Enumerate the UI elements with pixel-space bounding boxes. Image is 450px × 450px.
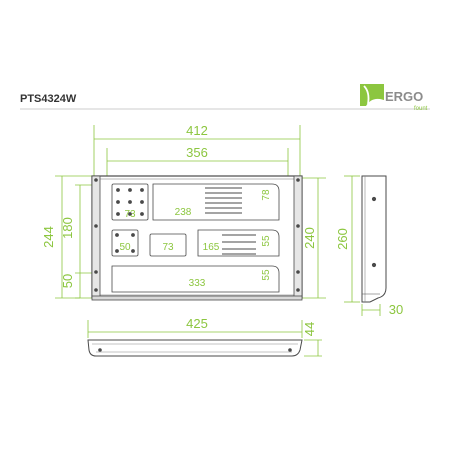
dim-inner-width: 356 (186, 145, 208, 160)
dim-bottom-view-depth: 44 (302, 322, 317, 336)
header: PTS4324W (20, 93, 430, 110)
cutout-top-right-label: 78 (261, 189, 272, 201)
dim-side-height: 260 (335, 228, 350, 250)
dim-bottom-height: 50 (60, 274, 75, 288)
bottom-dimensions (87, 320, 322, 357)
brand-name: ERGO (385, 89, 423, 104)
cutout-top-wide-label: 238 (175, 207, 192, 218)
side-view (361, 175, 387, 303)
cutout-bottom-wide-label: 333 (189, 278, 206, 289)
front-view (91, 175, 303, 301)
ergo-swoosh-icon (360, 84, 384, 106)
dim-inner-height: 180 (60, 217, 75, 239)
cutout-mid-left-label: 50 (119, 242, 131, 253)
brand-logo: ERGO fount (360, 84, 428, 112)
cutout-mid-center-label: 73 (162, 242, 174, 253)
cutout-top-left-label: 73 (124, 209, 136, 220)
dim-side-depth: 30 (389, 302, 403, 317)
cutout-mid-right-label: 55 (261, 235, 272, 247)
cutout-bottom-right-label: 55 (261, 269, 272, 281)
model-number: PTS4324W (20, 93, 77, 105)
dim-overall-height: 244 (41, 226, 56, 248)
dim-overall-width: 412 (186, 123, 208, 138)
bottom-view (87, 339, 303, 357)
side-dimensions (344, 175, 381, 316)
front-dimensions (55, 125, 326, 299)
dim-rail-height: 240 (302, 227, 317, 249)
brand-tagline: fount (414, 106, 428, 112)
dim-bottom-view-width: 425 (186, 316, 208, 331)
cutout-mid-wide-label: 165 (203, 242, 220, 253)
